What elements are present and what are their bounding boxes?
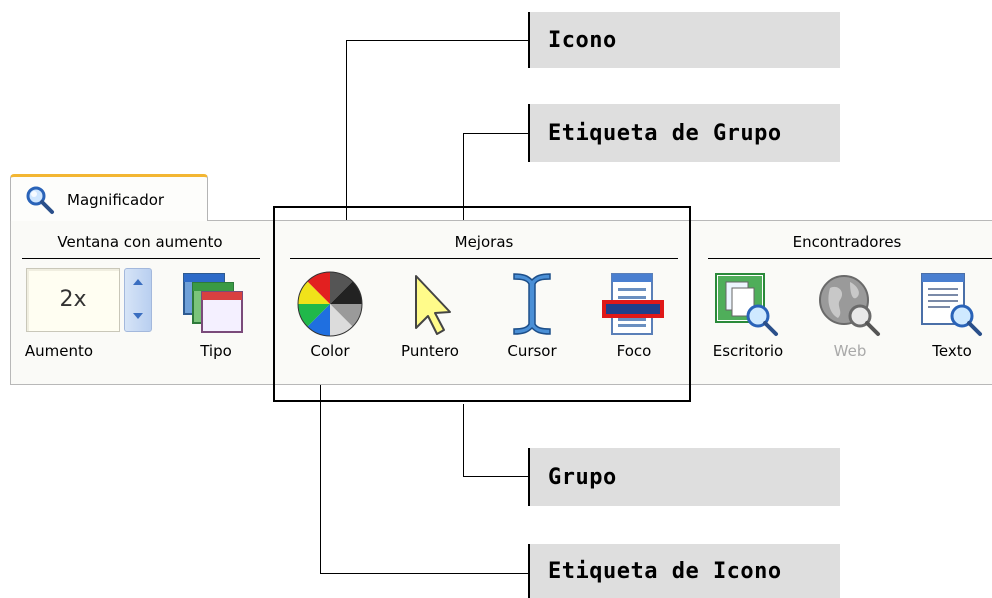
group-divider-mejoras — [290, 258, 678, 259]
spin-down-icon[interactable] — [133, 313, 143, 319]
tab-magnificador[interactable]: Magnificador — [10, 174, 208, 221]
cursor-button[interactable]: Cursor — [482, 268, 582, 368]
group-label-encontradores: Encontradores — [792, 233, 902, 251]
color-button[interactable]: Color — [280, 268, 380, 368]
connector-etiqueta-icono-h — [320, 573, 528, 574]
group-divider-encontradores — [708, 258, 992, 259]
zoom-input[interactable]: 2x — [26, 268, 120, 332]
callout-etiqueta-grupo: Etiqueta de Grupo — [528, 104, 840, 162]
foco-button[interactable]: Foco — [584, 268, 684, 368]
web-globe-icon — [819, 275, 880, 336]
connector-grupo-v — [463, 404, 464, 476]
tab-label: Magnificador — [67, 191, 165, 209]
escritorio-label: Escritorio — [712, 342, 784, 360]
foco-label: Foco — [616, 342, 652, 360]
zoom-label: Aumento — [24, 342, 94, 360]
group-divider-ventana — [22, 258, 260, 259]
callout-icono: Icono — [528, 12, 840, 68]
callout-grupo-text: Grupo — [548, 464, 617, 490]
tipo-button[interactable]: Tipo — [176, 268, 256, 368]
zoom-value: 2x — [59, 287, 87, 312]
connector-etiqueta-grupo-h — [463, 133, 528, 134]
escritorio-button[interactable]: Escritorio — [700, 268, 796, 368]
group-label-mejoras: Mejoras — [454, 233, 514, 251]
zoom-spinner[interactable] — [124, 268, 152, 332]
connector-etiqueta-grupo-v — [463, 133, 464, 233]
tipo-label: Tipo — [200, 342, 232, 360]
focus-icon — [602, 273, 664, 335]
texto-label: Texto — [932, 342, 972, 360]
callout-grupo: Grupo — [528, 448, 840, 506]
callout-icono-text: Icono — [548, 27, 617, 53]
window-type-icon — [183, 273, 243, 333]
puntero-button[interactable]: Puntero — [380, 268, 480, 368]
color-wheel-icon — [297, 271, 363, 337]
color-label: Color — [310, 342, 350, 360]
desktop-search-icon — [715, 273, 778, 336]
web-label: Web — [833, 342, 867, 360]
connector-icono-v — [346, 40, 347, 302]
web-button[interactable]: Web — [800, 268, 896, 368]
connector-icono-h — [346, 40, 528, 41]
magnifier-icon — [26, 186, 54, 214]
spin-up-icon[interactable] — [133, 279, 143, 285]
connector-etiqueta-icono-v — [320, 375, 321, 573]
callout-etiqueta-icono: Etiqueta de Icono — [528, 544, 840, 598]
callout-etiqueta-icono-text: Etiqueta de Icono — [548, 558, 782, 584]
text-search-icon — [921, 273, 982, 336]
pointer-icon — [415, 275, 451, 335]
connector-grupo-h — [463, 476, 528, 477]
group-highlight-box — [273, 206, 691, 402]
group-label-ventana: Ventana con aumento — [57, 233, 223, 251]
texto-button[interactable]: Texto — [902, 268, 992, 368]
callout-etiqueta-grupo-text: Etiqueta de Grupo — [548, 120, 782, 146]
puntero-label: Puntero — [401, 342, 459, 360]
text-cursor-icon — [513, 273, 551, 335]
cursor-label: Cursor — [507, 342, 557, 360]
